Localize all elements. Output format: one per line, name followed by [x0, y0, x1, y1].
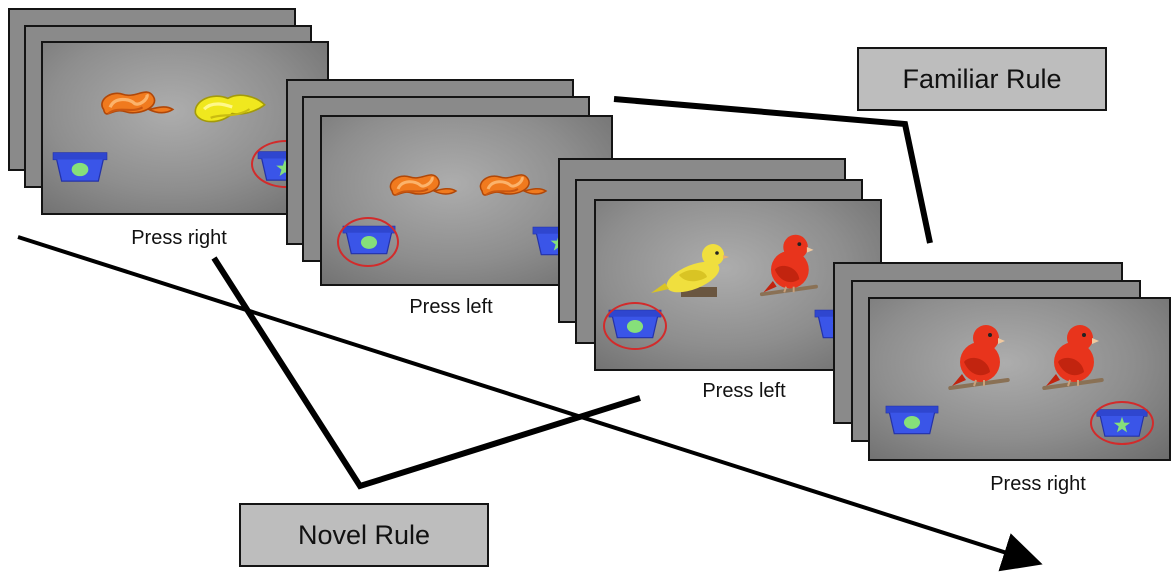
- selection-ring: [603, 302, 667, 350]
- trial-screen: [41, 41, 329, 215]
- yellow-bird-stimulus: [651, 244, 729, 299]
- trial-card-4: Press right: [833, 262, 1171, 502]
- trial-caption: Press left: [409, 296, 493, 318]
- orange-snake-stimulus: [388, 173, 458, 197]
- left-basket-circle-icon: [52, 152, 108, 182]
- trial-card-1: Press right: [8, 8, 333, 258]
- novel-rule-label: Novel Rule: [239, 503, 489, 567]
- orange-snake-stimulus: [100, 90, 175, 116]
- selection-ring: [337, 217, 399, 267]
- trial-caption: Press left: [702, 380, 786, 402]
- red-bird-stimulus: [758, 233, 820, 297]
- trial-screen: [868, 297, 1171, 461]
- orange-snake-stimulus: [478, 173, 548, 197]
- novel-rule-connector: [211, 256, 641, 490]
- familiar-rule-connector: [613, 96, 933, 244]
- trial-caption: Press right: [990, 473, 1086, 495]
- trial-caption: Press right: [131, 227, 227, 249]
- novel-timeline-arrow: [17, 235, 1043, 572]
- yellow-snake-stimulus: [193, 93, 267, 124]
- left-basket-circle-icon: [885, 405, 939, 435]
- selection-ring: [1090, 401, 1154, 445]
- red-bird-stimulus: [1041, 324, 1105, 391]
- red-bird-stimulus: [947, 324, 1011, 391]
- familiar-rule-label: Familiar Rule: [857, 47, 1107, 111]
